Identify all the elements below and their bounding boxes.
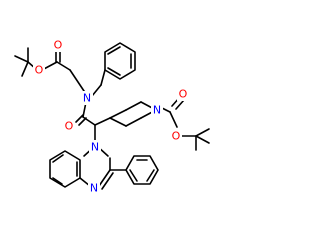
oxygen-atom-piperidine-ester: O xyxy=(172,130,181,143)
piperidine-ring xyxy=(109,101,157,127)
molecule-diagram: O O N O N O O N N xyxy=(14,38,210,195)
boc-carbamate-amide xyxy=(41,50,87,95)
nitrogen-atom-piperidine: N xyxy=(153,104,161,117)
boc-carbamate-piperidine xyxy=(157,96,210,151)
oxygen-atom-boc-ester: O xyxy=(35,64,44,77)
nitrogen-atom-benzimidazole-1: N xyxy=(91,141,99,154)
oxygen-atom-amide-carbonyl: O xyxy=(65,120,74,133)
amide-core xyxy=(75,101,111,142)
oxygen-atom-piperidine-carbonyl: O xyxy=(179,88,188,101)
nitrogen-atom-amide: N xyxy=(83,92,91,105)
atom-labels: O O N O N O O N N xyxy=(33,38,189,195)
nitrogen-atom-benzimidazole-3: N xyxy=(90,182,98,195)
tert-butyl-group-left xyxy=(14,47,37,77)
benzyl-group xyxy=(91,42,136,97)
phenyl-ring xyxy=(125,155,159,185)
oxygen-atom-boc-carbonyl: O xyxy=(54,39,63,52)
structure-svg: O O N O N O O N N xyxy=(14,38,210,195)
